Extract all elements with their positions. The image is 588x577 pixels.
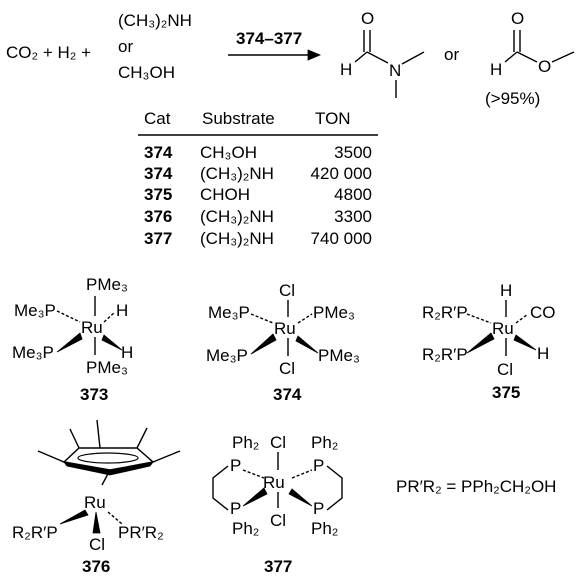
cp-star-ring xyxy=(37,419,181,486)
ton-table: Cat Substrate TON 374 CH₃OH 3500 374 (CH… xyxy=(138,109,378,248)
table-row: 376 (CH₃)₂NH 3300 xyxy=(144,207,372,226)
c376-metal: Ru xyxy=(84,493,106,512)
c373-label: 373 xyxy=(80,385,108,404)
product-or: or xyxy=(444,45,459,64)
complex-376: Ru R₂R′P PR′R₂ Cl 376 xyxy=(12,419,181,576)
table-row: 374 (CH₃)₂NH 420 000 xyxy=(144,164,372,183)
reagent-or: or xyxy=(118,37,133,56)
table-row: 377 (CH₃)₂NH 740 000 xyxy=(144,229,372,248)
mf-oxygen-ester: O xyxy=(538,57,551,76)
reagent-dimethylamine: (CH₃)₂NH xyxy=(118,11,192,30)
c377-top: Cl xyxy=(270,433,286,452)
c373-bottom: PMe₃ xyxy=(86,358,128,377)
table-cell-cat: 374 xyxy=(144,143,173,162)
c373-top: PMe₃ xyxy=(86,275,128,294)
table-cell-substrate: CH₃OH xyxy=(200,143,257,162)
reaction-arrow-head xyxy=(307,49,322,61)
c373-metal: Ru xyxy=(81,318,103,337)
c377-ph2-ul: Ph₂ xyxy=(232,433,259,452)
catalyst-label: 374–377 xyxy=(236,29,302,48)
table-cell-substrate: (CH₃)₂NH xyxy=(200,207,274,226)
c374-label: 374 xyxy=(273,385,302,404)
c374-upper-right: PMe₃ xyxy=(313,303,355,322)
c375-top: H xyxy=(500,281,512,300)
c374-metal: Ru xyxy=(274,319,296,338)
complex-375: H Ru Cl R₂R′P R₂R′P CO H 375 xyxy=(422,281,556,402)
table-cell-cat: 374 xyxy=(144,164,173,183)
c377-label: 377 xyxy=(264,557,292,576)
dmf-nitrogen: N xyxy=(389,61,401,80)
c377-bottom: Cl xyxy=(270,511,286,530)
c374-bottom: Cl xyxy=(279,359,295,378)
table-cell-cat: 377 xyxy=(144,229,172,248)
c375-metal: Ru xyxy=(492,319,514,338)
table-cell-substrate: (CH₃)₂NH xyxy=(200,229,274,248)
table-cell-ton: 4800 xyxy=(334,185,372,204)
c376-bottom: Cl xyxy=(89,535,105,554)
complex-377: Cl Ru Cl Ph₂ P P Ph₂ Ph₂ P P Ph₂ 377 xyxy=(212,433,343,576)
c373-upper-left: Me₃P xyxy=(14,301,56,320)
c377-metal: Ru xyxy=(263,473,285,492)
c374-top: Cl xyxy=(279,281,295,300)
table-header-substrate: Substrate xyxy=(202,109,275,128)
c374-upper-left: Me₃P xyxy=(208,303,250,322)
dmf-structure: O H N xyxy=(340,9,425,98)
c375-lower-right: H xyxy=(537,344,549,363)
mf-oxygen-top: O xyxy=(511,9,524,28)
c376-label: 376 xyxy=(82,557,110,576)
c377-p-ll-right: P xyxy=(313,499,324,518)
c377-p-ur: P xyxy=(313,456,324,475)
c377-ph2-ur: Ph₂ xyxy=(311,433,338,452)
table-cell-cat: 375 xyxy=(144,185,172,204)
c377-p-ll: P xyxy=(230,499,241,518)
complex-374: Cl Ru Cl Me₃P Me₃P PMe₃ PMe₃ 374 xyxy=(206,281,360,404)
c377-p-ul: P xyxy=(230,456,241,475)
c377-ph2-ll: Ph₂ xyxy=(232,519,259,538)
c373-lower-right: H xyxy=(121,343,133,362)
table-cell-substrate: CHOH xyxy=(200,185,250,204)
c374-lower-right: PMe₃ xyxy=(318,346,360,365)
c375-lower-left: R₂R′P xyxy=(422,345,468,364)
c373-lower-left: Me₃P xyxy=(12,343,54,362)
c375-upper-right: CO xyxy=(530,303,556,322)
table-header-ton: TON xyxy=(315,109,351,128)
table-cell-ton: 3500 xyxy=(334,143,372,162)
reaction-equation: CO₂ + H₂ + (CH₃)₂NH or CH₃OH 374–377 O H… xyxy=(6,9,575,108)
formate-yield: (>95%) xyxy=(485,89,540,108)
methyl-formate-structure: O H O xyxy=(490,9,575,79)
dmf-hydrogen: H xyxy=(340,60,352,79)
table-cell-ton: 740 000 xyxy=(311,229,372,248)
c373-upper-right: H xyxy=(116,301,128,320)
c374-lower-left: Me₃P xyxy=(206,346,248,365)
table-cell-substrate: (CH₃)₂NH xyxy=(200,164,274,183)
c375-bottom: Cl xyxy=(497,360,513,379)
table-cell-cat: 376 xyxy=(144,207,172,226)
mf-hydrogen: H xyxy=(490,60,502,79)
reagent-methanol: CH₃OH xyxy=(118,63,175,82)
table-row: 375 CHOH 4800 xyxy=(144,185,372,204)
c375-upper-left: R₂R′P xyxy=(422,303,468,322)
table-row: 374 CH₃OH 3500 xyxy=(144,143,372,162)
c376-left: R₂R′P xyxy=(12,523,58,542)
table-cell-ton: 420 000 xyxy=(311,164,372,183)
reactants-left: CO₂ + H₂ + xyxy=(6,43,91,62)
complex-373: PMe₃ Ru PMe₃ Me₃P Me₃P H H 373 xyxy=(12,275,133,404)
c376-right: PR′R₂ xyxy=(118,523,164,542)
table-cell-ton: 3300 xyxy=(334,207,372,226)
ligand-definition: PR′R₂ = PPh₂CH₂OH xyxy=(396,477,556,496)
dmf-oxygen: O xyxy=(361,9,374,28)
table-header-cat: Cat xyxy=(144,109,171,128)
c375-label: 375 xyxy=(492,383,520,402)
c377-ph2-lr: Ph₂ xyxy=(311,519,338,538)
